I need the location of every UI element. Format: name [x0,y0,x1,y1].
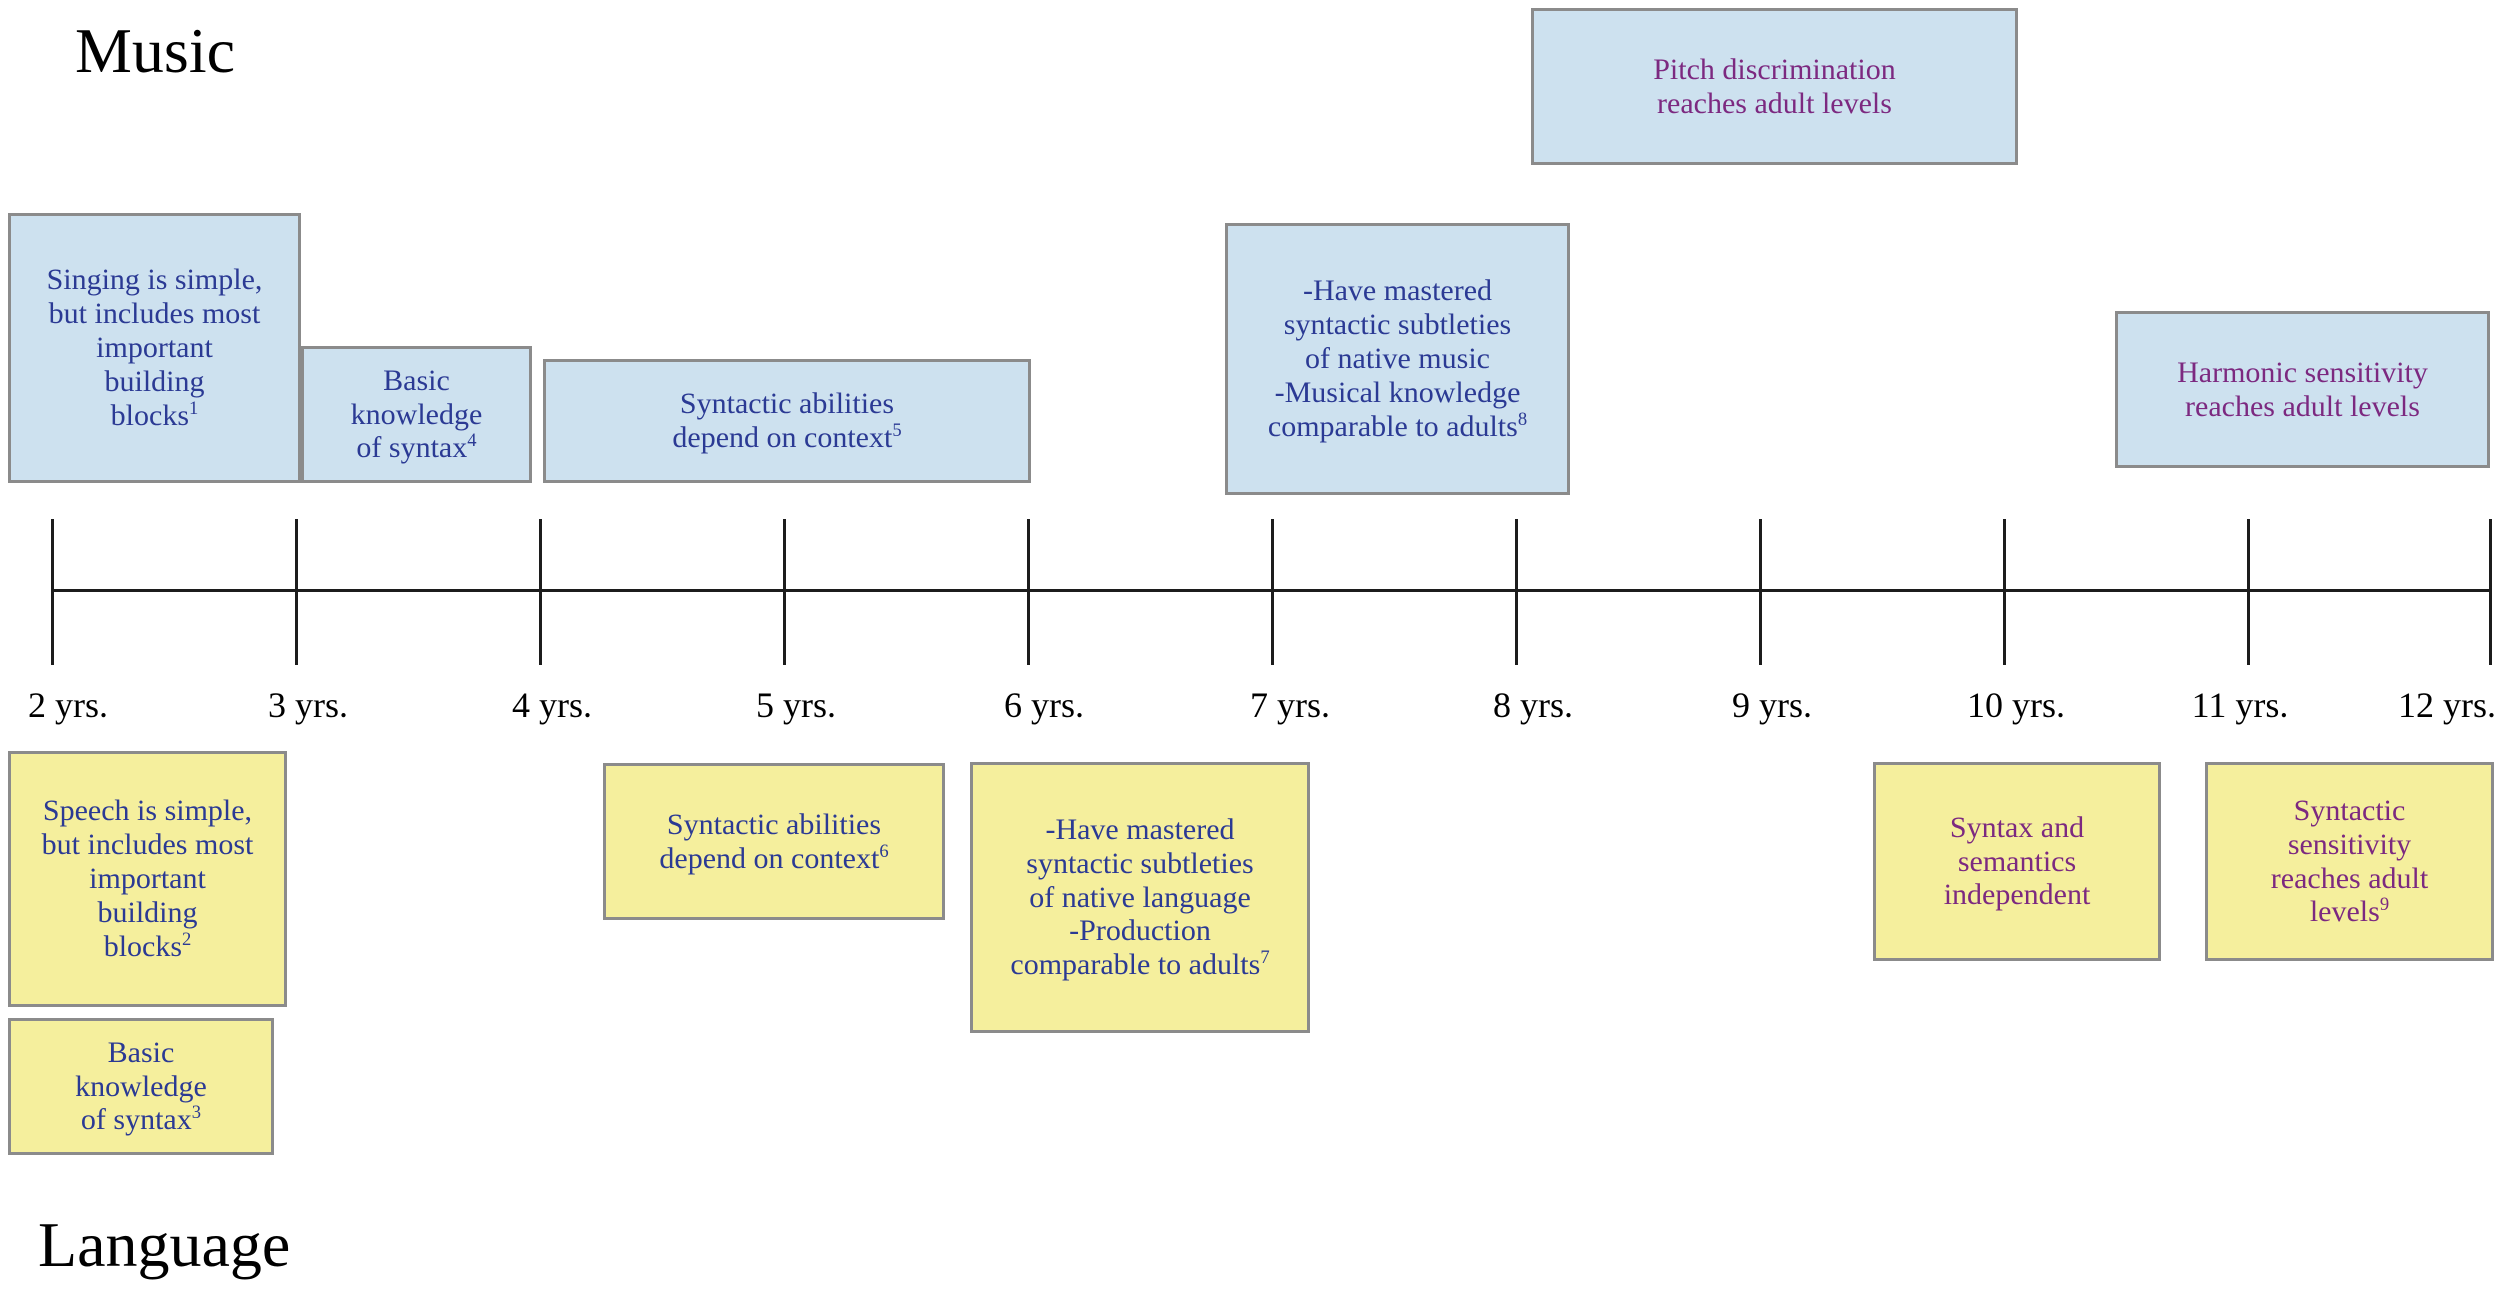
tick-label-5yrs: 5 yrs. [756,685,836,725]
tick-10yrs [2003,519,2006,665]
music-box-mastered-subtleties: -Have mastered syntactic subtleties of n… [1225,223,1570,495]
tick-label-7yrs: 7 yrs. [1250,685,1330,725]
tick-12yrs [2489,519,2492,665]
music-box-singing-simple-text: Singing is simple, but includes most imp… [46,263,263,432]
tick-label-12yrs: 12 yrs. [2398,685,2496,725]
tick-label-9yrs: 9 yrs. [1732,685,1812,725]
tick-8yrs [1515,519,1518,665]
music-box-harmonic-sensitivity: Harmonic sensitivity reaches adult level… [2115,311,2490,468]
tick-5yrs [783,519,786,665]
language-box-speech-simple-text: Speech is simple, but includes most impo… [41,794,254,963]
language-box-syntactic-context: Syntactic abilities depend on context6 [603,763,945,920]
music-box-syntactic-context-text: Syntactic abilities depend on context5 [672,387,902,454]
tick-label-11yrs: 11 yrs. [2191,685,2289,725]
language-box-speech-simple: Speech is simple, but includes most impo… [8,751,287,1007]
music-box-harmonic-sensitivity-text: Harmonic sensitivity reaches adult level… [2177,355,2428,423]
music-box-pitch-discrimination-text: Pitch discrimination reaches adult level… [1653,52,1896,120]
music-box-basic-syntax-text: Basic knowledge of syntax4 [350,363,483,465]
language-box-syntax-semantics: Syntax and semantics independent [1873,762,2161,961]
music-box-pitch-discrimination: Pitch discrimination reaches adult level… [1531,8,2018,165]
tick-9yrs [1759,519,1762,665]
music-box-basic-syntax: Basic knowledge of syntax4 [301,346,532,483]
tick-label-2yrs: 2 yrs. [28,685,108,725]
music-box-singing-simple: Singing is simple, but includes most imp… [8,213,301,483]
tick-label-8yrs: 8 yrs. [1493,685,1573,725]
tick-2yrs [51,519,54,665]
tick-4yrs [539,519,542,665]
tick-label-4yrs: 4 yrs. [512,685,592,725]
tick-label-10yrs: 10 yrs. [1967,685,2065,725]
language-box-basic-syntax: Basic knowledge of syntax3 [8,1018,274,1155]
tick-3yrs [295,519,298,665]
language-box-syntactic-sensitivity-text: Syntactic sensitivity reaches adult leve… [2270,793,2429,929]
music-box-mastered-subtleties-text: -Have mastered syntactic subtleties of n… [1267,274,1528,443]
tick-label-3yrs: 3 yrs. [268,685,348,725]
language-box-syntactic-sensitivity: Syntactic sensitivity reaches adult leve… [2205,762,2494,961]
tick-label-6yrs: 6 yrs. [1004,685,1084,725]
language-box-basic-syntax-text: Basic knowledge of syntax3 [75,1035,207,1137]
music-section-title: Music [75,15,235,86]
music-box-syntactic-context: Syntactic abilities depend on context5 [543,359,1031,483]
language-box-syntactic-context-text: Syntactic abilities depend on context6 [659,807,889,875]
tick-6yrs [1027,519,1030,665]
language-section-title: Language [38,1209,291,1280]
language-box-mastered-subtleties-text: -Have mastered syntactic subtleties of n… [1010,812,1270,982]
tick-11yrs [2247,519,2250,665]
tick-7yrs [1271,519,1274,665]
language-box-syntax-semantics-text: Syntax and semantics independent [1943,810,2091,912]
language-box-mastered-subtleties: -Have mastered syntactic subtleties of n… [970,762,1310,1033]
